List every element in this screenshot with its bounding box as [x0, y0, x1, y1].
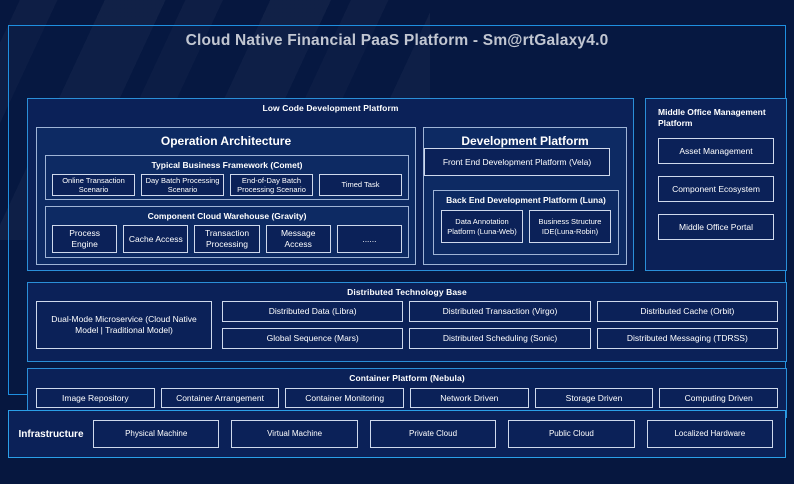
typical-business-framework-panel: Typical Business Framework (Comet) Onlin…: [45, 155, 409, 200]
distributed-technology-base-panel: Distributed Technology Base Dual-Mode Mi…: [27, 282, 787, 362]
back-end-development-platform-panel: Back End Development Platform (Luna) Dat…: [433, 190, 619, 255]
container-platform-item-box[interactable]: Storage Driven: [534, 388, 654, 408]
development-platform-title: Development Platform: [461, 134, 589, 148]
dtb-item-box[interactable]: Distributed Messaging (TDRSS): [596, 328, 778, 349]
low-code-development-platform-panel: Low Code Development Platform Operation …: [27, 98, 634, 271]
container-platform-panel: Container Platform (Nebula) Image Reposi…: [27, 368, 787, 418]
infrastructure-item-box[interactable]: Physical Machine: [93, 420, 220, 448]
component-box[interactable]: Cache Access: [123, 225, 189, 253]
infrastructure-item-box[interactable]: Public Cloud: [508, 420, 635, 448]
typical-business-framework-header: Typical Business Framework (Comet): [151, 160, 303, 170]
development-platform-panel: Development Platform Front End Developme…: [423, 127, 627, 265]
front-end-development-platform-box[interactable]: Front End Development Platform (Vela): [424, 148, 610, 176]
infrastructure-item-box[interactable]: Localized Hardware: [646, 420, 774, 448]
middle-office-item-box[interactable]: Asset Management: [658, 137, 774, 164]
component-cloud-warehouse-panel: Component Cloud Warehouse (Gravity) Proc…: [45, 206, 409, 258]
operation-architecture-panel: Operation Architecture Typical Business …: [36, 127, 416, 265]
operation-architecture-title: Operation Architecture: [160, 134, 292, 148]
component-box-more[interactable]: ......: [336, 225, 403, 253]
scenario-box[interactable]: Day Batch Processing Scenario: [141, 174, 224, 196]
infrastructure-label: Infrastructure: [18, 428, 84, 440]
page-title: Cloud Native Financial PaaS Platform - S…: [185, 32, 609, 49]
scenario-box[interactable]: Online Transaction Scenario: [52, 174, 135, 196]
scenario-box[interactable]: Timed Task: [319, 174, 402, 196]
distributed-technology-base-header: Distributed Technology Base: [347, 287, 467, 297]
middle-office-item-box[interactable]: Component Ecosystem: [658, 175, 774, 202]
back-end-item-box[interactable]: Business Structure IDE(Luna-Robin): [529, 210, 611, 243]
low-code-header: Low Code Development Platform: [262, 103, 399, 113]
back-end-item-box[interactable]: Data Annotation Platform (Luna-Web): [441, 210, 523, 243]
platform-main-frame: Low Code Development Platform Operation …: [8, 25, 787, 418]
component-box[interactable]: Process Engine: [52, 225, 118, 253]
infrastructure-item-box[interactable]: Virtual Machine: [231, 420, 358, 448]
middle-office-item-box[interactable]: Middle Office Portal: [658, 213, 774, 240]
container-platform-header: Container Platform (Nebula): [349, 373, 465, 383]
component-box[interactable]: Message Access: [265, 225, 331, 253]
dtb-item-box[interactable]: Distributed Scheduling (Sonic): [409, 328, 591, 349]
dtb-item-box[interactable]: Global Sequence (Mars): [222, 328, 404, 349]
infrastructure-panel: Infrastructure Physical Machine Virtual …: [8, 410, 786, 458]
middle-office-header: Middle Office Management Platform: [658, 107, 766, 129]
container-platform-item-box[interactable]: Image Repository: [36, 388, 155, 408]
dtb-item-box[interactable]: Distributed Data (Libra): [222, 301, 404, 322]
component-cloud-warehouse-header: Component Cloud Warehouse (Gravity): [147, 211, 307, 221]
component-box[interactable]: Transaction Processing: [194, 225, 260, 253]
dtb-item-box[interactable]: Distributed Transaction (Virgo): [409, 301, 591, 322]
container-platform-item-box[interactable]: Network Driven: [410, 388, 529, 408]
container-platform-item-box[interactable]: Computing Driven: [659, 388, 779, 408]
dtb-item-box[interactable]: Distributed Cache (Orbit): [596, 301, 778, 322]
dual-mode-microservice-box[interactable]: Dual-Mode Microservice (Cloud Native Mod…: [36, 301, 212, 349]
middle-office-management-platform-panel: Middle Office Management Platform Asset …: [645, 98, 787, 271]
container-platform-item-box[interactable]: Container Arrangement: [160, 388, 280, 408]
infrastructure-item-box[interactable]: Private Cloud: [369, 420, 497, 448]
container-platform-item-box[interactable]: Container Monitoring: [285, 388, 405, 408]
scenario-box[interactable]: End-of-Day Batch Processing Scenario: [230, 174, 313, 196]
back-end-development-header: Back End Development Platform (Luna): [446, 195, 606, 205]
